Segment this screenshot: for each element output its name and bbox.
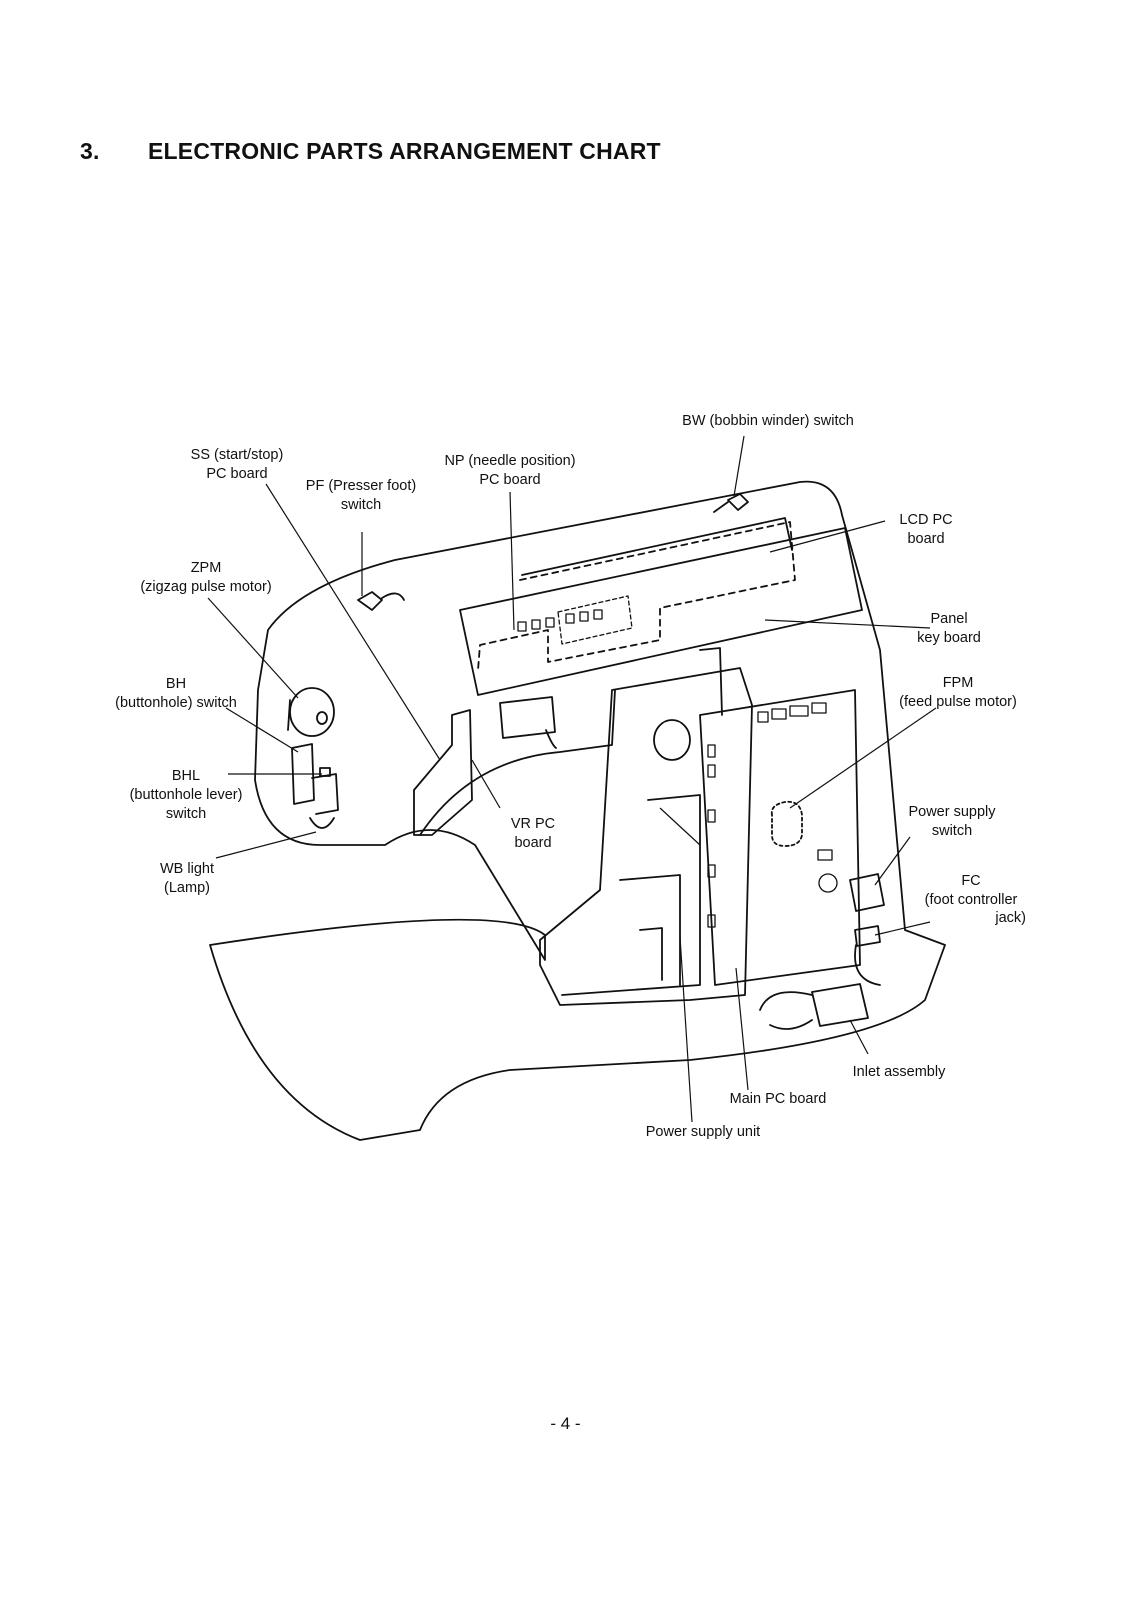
label-bhl-line1: BHL [172,768,200,784]
buttonhole-switch-assembly [291,743,339,829]
section-title: ELECTRONIC PARTS ARRANGEMENT CHART [148,138,661,164]
key-switches [517,595,633,645]
lcd-dashed-outline [477,521,796,671]
foot-controller-jack [854,925,881,947]
label-zpm-line1: ZPM [191,560,222,576]
label-panel-line2: key board [917,630,981,646]
machine-body-outline [209,480,946,1141]
label-fc-line3: jack) [994,910,1026,926]
feed-pulse-motor [770,800,803,847]
label-vr-line1: VR PC [511,816,555,832]
label-lcd-line2: board [907,531,944,547]
board-components [707,702,838,928]
label-psu: Power supply unit [646,1124,760,1140]
bobbin-winder-switch [713,493,749,513]
label-vr-line2: board [514,835,551,851]
display-frame [459,527,863,696]
label-panel-line1: Panel [930,611,967,627]
label-lcd-line1: LCD PC [899,512,952,528]
label-bhl-line2: (buttonhole lever) [130,787,243,803]
label-bw: BW (bobbin winder) switch [682,413,854,429]
label-ss-line2: PC board [206,466,267,482]
label-np-line2: PC board [479,472,540,488]
label-fpm-line1: FPM [943,675,974,691]
section-number: 3. [80,138,100,164]
arm-opening [419,689,616,836]
label-ss-line1: SS (start/stop) [191,447,284,463]
label-inlet: Inlet assembly [853,1064,946,1080]
label-wb-line2: (Lamp) [164,880,210,896]
label-main: Main PC board [730,1091,827,1107]
power-supply-switch [849,873,885,912]
leader-lines [207,435,937,1123]
main-pc-board [699,689,861,986]
label-bh-line2: (buttonhole) switch [115,695,237,711]
page-number: - 4 - [550,1414,581,1433]
label-fc-line2: (foot controller [925,892,1018,908]
vr-pc-board [499,696,556,739]
label-psw-line2: switch [932,823,972,839]
power-supply-housing [539,667,753,1006]
presser-foot-switch [357,591,405,611]
label-fpm-line2: (feed pulse motor) [899,694,1017,710]
label-pf-line1: PF (Presser foot) [306,478,416,494]
zigzag-pulse-motor [287,687,335,737]
label-psw-line1: Power supply [908,804,996,820]
label-bhl-line3: switch [166,806,206,822]
label-fc-line1: FC [961,873,980,889]
ss-pc-board-bracket [413,709,473,836]
label-zpm-line2: (zigzag pulse motor) [140,579,271,595]
label-wb-line1: WB light [160,861,214,877]
label-pf-line2: switch [341,497,381,513]
label-bh-line1: BH [166,676,186,692]
inlet-assembly [811,983,869,1027]
label-np-line1: NP (needle position) [444,453,575,469]
